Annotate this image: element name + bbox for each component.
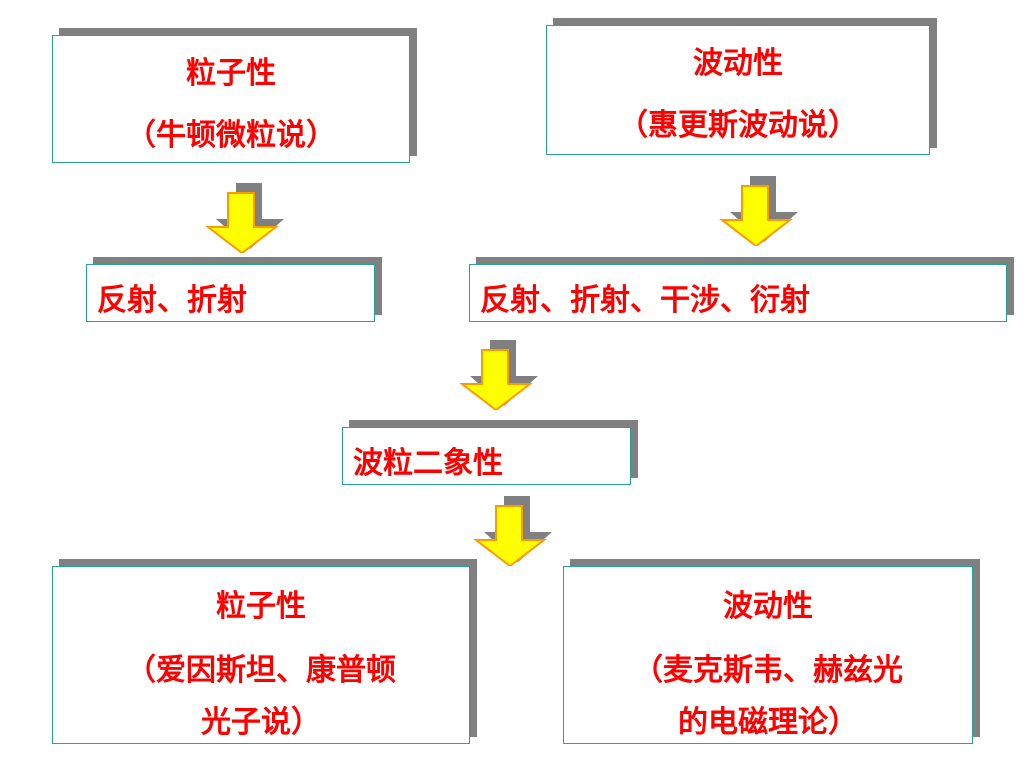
photon-line2: 光子说） [201,705,321,740]
wave-theory-box: 波动性 （惠更斯波动说） [546,25,930,155]
electromagnetic-theory-box: 波动性 （麦克斯韦、赫兹光 的电磁理论） [563,566,973,744]
down-arrow-icon [205,183,284,253]
particle-title: 粒子性 [186,56,276,91]
em-title: 波动性 [723,589,813,624]
duality-box: 波粒二象性 [342,427,631,485]
photon-title: 粒子性 [216,589,306,624]
particle-phenomena-box: 反射、折射 [86,264,375,322]
em-line1: （麦克斯韦、赫兹光 [633,653,903,688]
photon-theory-box: 粒子性 （爱因斯坦、康普顿 光子说） [52,566,470,744]
wave-title: 波动性 [693,46,783,81]
wave-phenomena-box: 反射、折射、干涉、衍射 [469,264,1007,322]
particle-phenomena-text: 反射、折射 [97,283,247,318]
down-arrow-icon [459,340,538,410]
particle-theory-box: 粒子性 （牛顿微粒说） [52,35,410,163]
photon-line1: （爱因斯坦、康普顿 [126,653,396,688]
wave-subtitle: （惠更斯波动说） [618,108,858,143]
duality-text: 波粒二象性 [353,446,503,481]
down-arrow-icon [719,176,798,246]
particle-subtitle: （牛顿微粒说） [126,118,336,153]
em-line2: 的电磁理论） [678,705,858,740]
down-arrow-icon [473,496,552,566]
wave-phenomena-text: 反射、折射、干涉、衍射 [480,283,810,318]
